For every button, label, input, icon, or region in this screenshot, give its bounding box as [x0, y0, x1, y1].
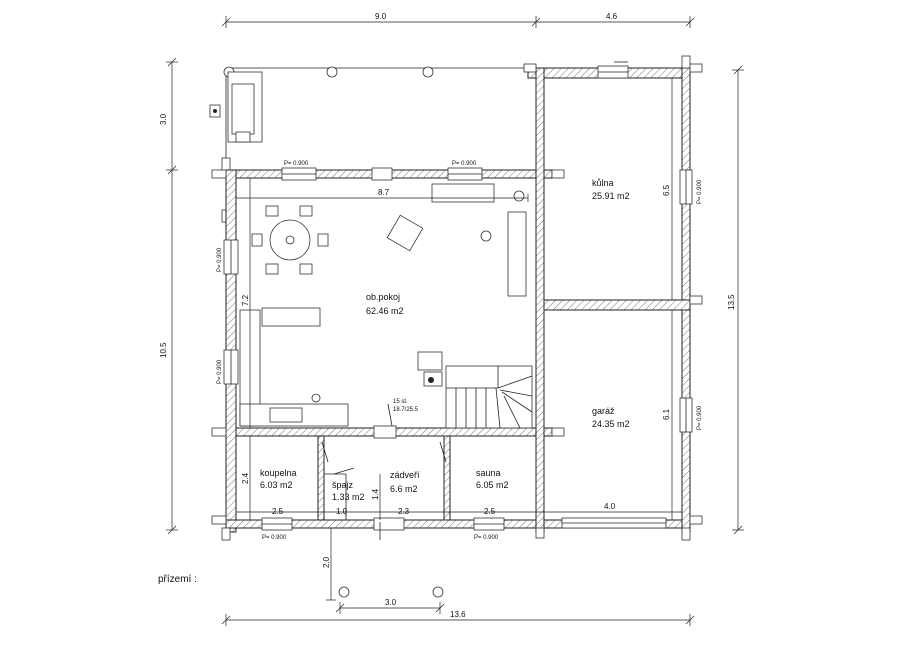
- armchair-icon: [386, 214, 424, 252]
- window-terrace-right: P= 0.900: [452, 161, 477, 167]
- dim-sauna-width: 2.5: [484, 507, 496, 516]
- dim-living-width: 8.7: [378, 188, 390, 197]
- room-pantry-name: špajz: [332, 480, 354, 490]
- left-dimension: 3.0 10.5: [159, 57, 178, 535]
- stairs-steps: 15 st.: [393, 399, 408, 405]
- window-terrace-left: P= 0.900: [284, 161, 309, 167]
- floor-label: přízemí :: [158, 574, 197, 585]
- room-hall-name: zádveří: [390, 470, 420, 480]
- dim-garage-width: 4.0: [604, 502, 616, 511]
- window-living-left-upper: P= 0.900: [217, 247, 223, 272]
- dim-bottom-total: 13.6: [450, 610, 466, 619]
- doors: [321, 61, 628, 540]
- entrance-posts: [338, 586, 444, 598]
- dim-hall-width: 2.3: [398, 507, 410, 516]
- dim-right-total: 13.5: [727, 294, 736, 310]
- dim-entrance-depth: 2.0: [322, 556, 331, 568]
- dim-top-right: 4.6: [606, 12, 618, 21]
- room-workshop-name: kůlna: [592, 178, 614, 188]
- sofa-icon: [227, 71, 263, 143]
- dim-entrance-width: 3.0: [385, 598, 397, 607]
- room-workshop-area: 25.91 m2: [592, 191, 630, 201]
- dining-table-icon: [251, 205, 329, 275]
- room-pantry-area: 1.33 m2: [332, 492, 365, 502]
- dim-left-top: 3.0: [159, 113, 168, 125]
- dim-pantry-depth: 1.4: [371, 488, 380, 500]
- interior-dimensions: [235, 77, 683, 521]
- room-sauna-name: sauna: [476, 468, 501, 478]
- dim-pantry-width: 1.0: [336, 507, 348, 516]
- dim-workshop-depth: 6.5: [662, 184, 671, 196]
- windows: [223, 65, 693, 531]
- stairs-ratio: 18.7/25.5: [393, 407, 419, 413]
- dim-garage-depth: 6.1: [662, 408, 671, 420]
- dim-top-left: 9.0: [375, 12, 387, 21]
- room-garage-name: garáž: [592, 406, 615, 416]
- log-corners: [211, 55, 703, 541]
- fireplace-icon: [417, 351, 443, 387]
- dim-bathroom-width: 2.5: [272, 507, 284, 516]
- walls: [225, 67, 691, 533]
- window-bathroom-bottom: P= 0.900: [262, 535, 287, 541]
- bottom-dimension: 13.6 3.0 2.0: [221, 528, 695, 626]
- window-garage-right: P= 0.900: [697, 405, 703, 430]
- room-bathroom-area: 6.03 m2: [260, 480, 293, 490]
- dim-left-bottom: 10.5: [159, 342, 168, 358]
- room-living-area: 62.46 m2: [366, 306, 404, 316]
- staircase-icon: [445, 365, 533, 429]
- window-living-left-lower: P= 0.900: [217, 359, 223, 384]
- top-dimension: 9.0 4.6: [221, 12, 695, 28]
- window-sauna-bottom: P= 0.900: [474, 535, 499, 541]
- window-workshop-right: P= 0.900: [697, 179, 703, 204]
- room-hall-area: 6.6 m2: [390, 484, 418, 494]
- dim-small-rooms-depth: 2.4: [241, 472, 250, 484]
- dim-living-depth: 7.2: [241, 294, 250, 306]
- kitchen-counter: [239, 307, 349, 427]
- room-garage-area: 24.35 m2: [592, 419, 630, 429]
- room-sauna-area: 6.05 m2: [476, 480, 509, 490]
- room-bathroom-name: koupelna: [260, 468, 297, 478]
- couch-icon: [431, 183, 527, 297]
- room-living-name: ob.pokoj: [366, 292, 400, 302]
- right-dimension: 13.5: [727, 65, 744, 535]
